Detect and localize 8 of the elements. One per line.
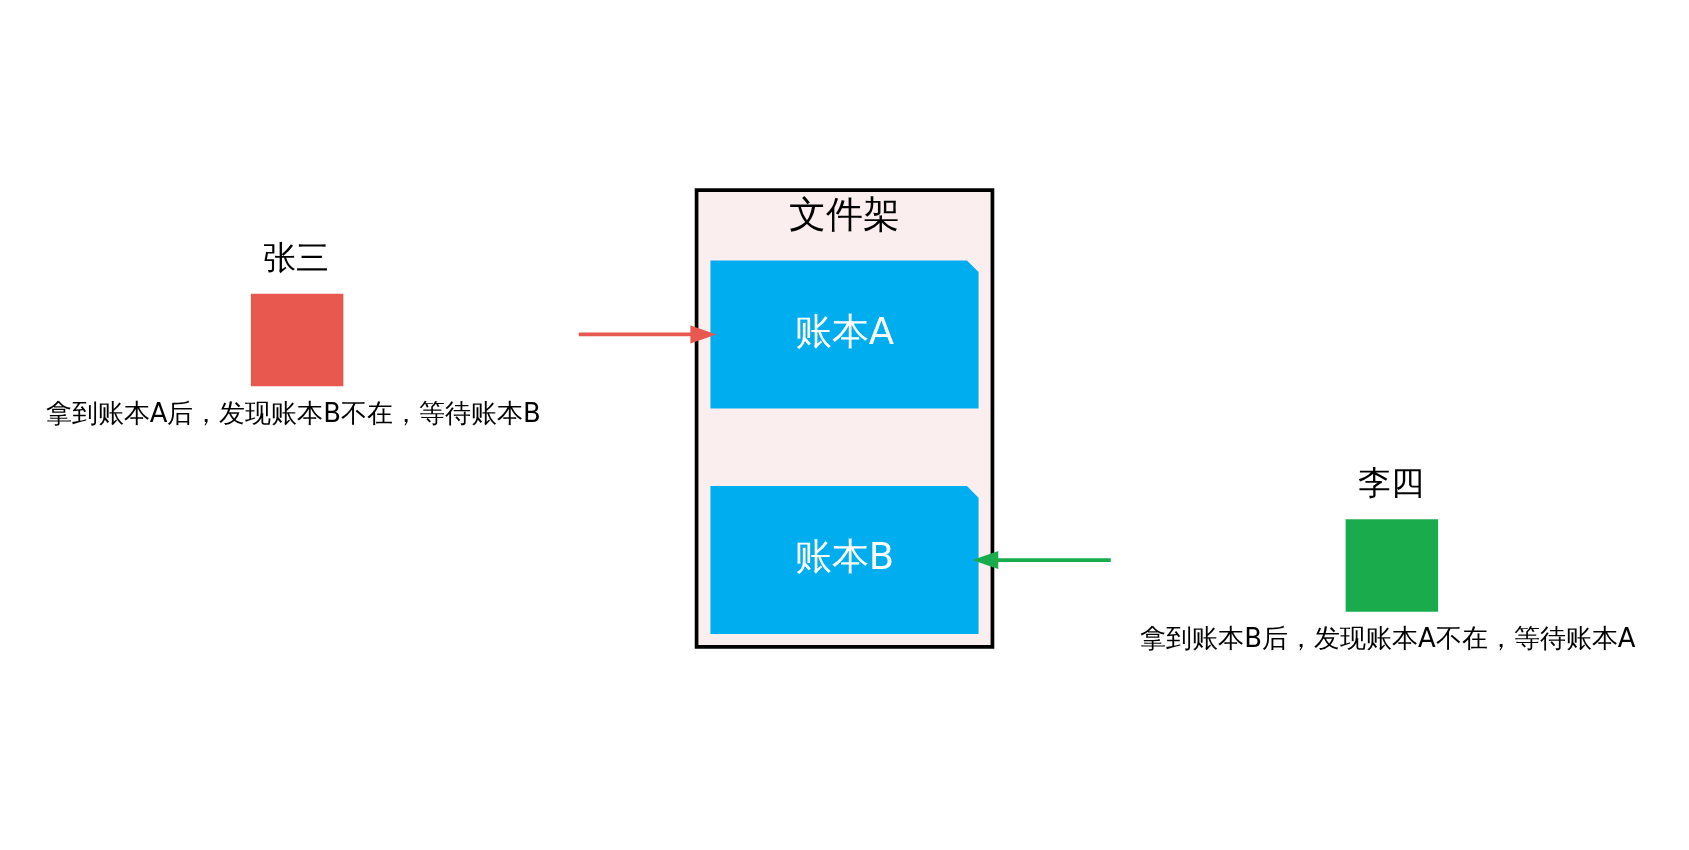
arrow: [972, 550, 1111, 569]
node-box: [1345, 518, 1439, 612]
arrow: [578, 324, 717, 343]
node-box: [250, 293, 344, 386]
node-label: 李四: [1357, 462, 1424, 502]
node-label: 拿到账本A后，发现账本B不在，等待账本B: [45, 397, 541, 428]
node-label: 拿到账本B后，发现账本A不在，等待账本A: [1140, 622, 1636, 653]
node-label: 张三: [262, 237, 329, 277]
